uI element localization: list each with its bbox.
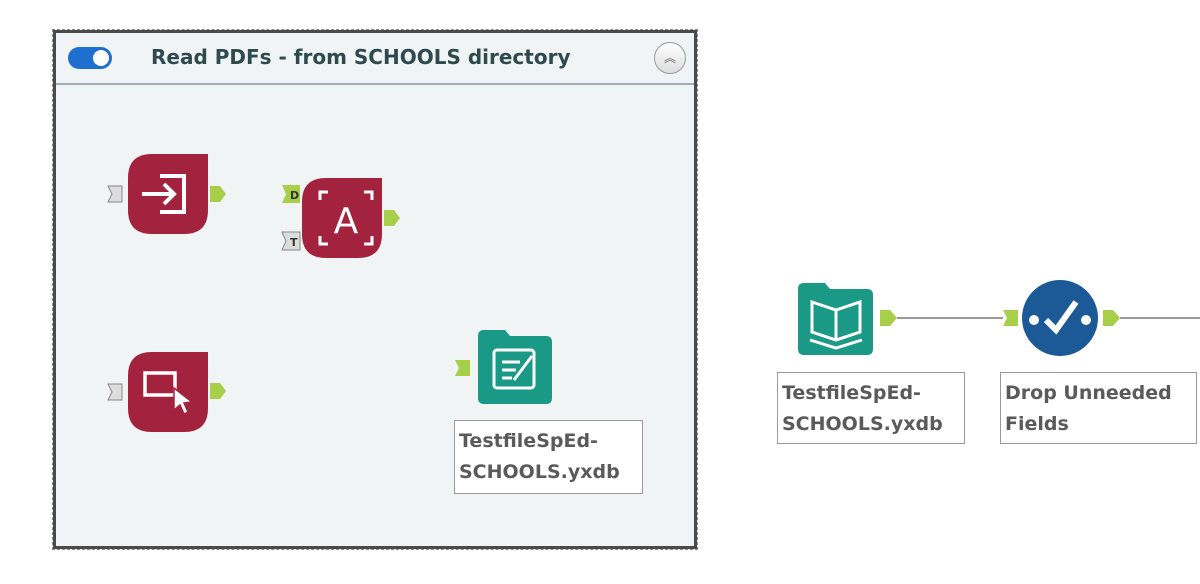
select-tool-label[interactable]: Drop Unneeded Fields: [1000, 372, 1197, 444]
output-data-tool[interactable]: [478, 330, 552, 404]
label-line: SCHOOLS.yxdb: [459, 461, 620, 483]
cursor-select-icon: [143, 371, 194, 416]
container-header: Read PDFs - from SCHOOLS directory ︽: [56, 33, 694, 85]
anchor-t-label: T: [290, 236, 298, 249]
interface-tool[interactable]: [128, 352, 208, 432]
label-line: TestfileSpEd-: [782, 382, 921, 404]
pdf-input-tool[interactable]: A: [302, 178, 382, 258]
check-dots-icon: [1029, 300, 1091, 335]
output-anchor: [210, 383, 226, 399]
document-edit-icon: [492, 348, 536, 390]
output-anchor: [1103, 310, 1120, 326]
input-anchor: [455, 360, 470, 376]
label-line: Fields: [1005, 413, 1069, 435]
input-anchor-t: [281, 231, 301, 251]
input-anchor: [107, 185, 123, 203]
input-anchor-d: [282, 185, 300, 203]
enable-toggle[interactable]: [68, 47, 112, 69]
output-tool-label[interactable]: TestfileSpEd- SCHOOLS.yxdb: [454, 420, 643, 494]
select-tool[interactable]: [1022, 280, 1098, 356]
container-title: Read PDFs - from SCHOOLS directory: [151, 45, 571, 69]
pdf-tool-glyph: A: [334, 201, 359, 242]
directory-tool[interactable]: [128, 154, 208, 234]
output-anchor: [384, 210, 400, 226]
input-anchor: [107, 383, 123, 401]
input-data-tool[interactable]: [798, 283, 873, 355]
book-icon: [809, 299, 863, 350]
collapse-button[interactable]: ︽: [654, 42, 686, 74]
anchor-d-label: D: [290, 189, 299, 202]
ocr-frame-icon: [318, 190, 374, 246]
sign-in-icon: [142, 174, 186, 214]
input-anchor: [1003, 310, 1018, 326]
input-tool-label[interactable]: TestfileSpEd- SCHOOLS.yxdb: [777, 372, 965, 444]
output-anchor: [880, 310, 897, 326]
label-line: TestfileSpEd-: [459, 430, 598, 452]
label-line: SCHOOLS.yxdb: [782, 413, 943, 435]
output-anchor: [210, 186, 226, 202]
label-line: Drop Unneeded: [1005, 382, 1172, 404]
